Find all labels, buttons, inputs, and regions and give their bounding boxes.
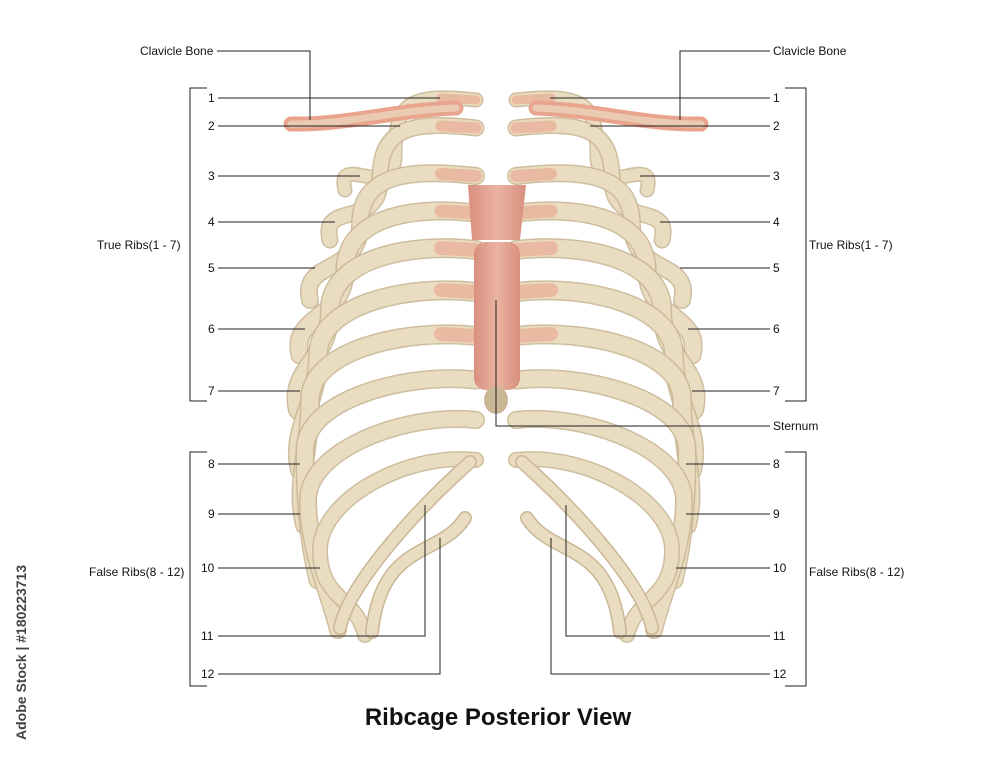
sternum-manubrium (468, 185, 526, 240)
clavicle-leader-left (217, 50, 311, 120)
costal-cartilage (434, 283, 483, 299)
rib-number-left: 12 (201, 667, 215, 681)
rib-number-left: 10 (201, 561, 215, 575)
rib-number-right: 5 (773, 261, 780, 275)
rib-number-left: 4 (208, 215, 215, 229)
costal-cartilage (509, 241, 558, 257)
rib-number-left: 1 (208, 91, 215, 105)
rib-number-left: 6 (208, 322, 215, 336)
rib-numbers-left: 1 2 3 4 5 6 7 8 9 10 11 12 (201, 91, 215, 681)
rib-number-left: 7 (208, 384, 215, 398)
sternum-body (474, 242, 520, 390)
rib-number-right: 2 (773, 119, 780, 133)
rib-number-right: 12 (773, 667, 787, 681)
costal-cartilage (434, 241, 483, 257)
rib-number-left: 5 (208, 261, 215, 275)
clavicle-label-left: Clavicle Bone (140, 44, 214, 58)
rib-number-right: 7 (773, 384, 780, 398)
labels: Clavicle Bone Clavicle Bone True Ribs(1 … (89, 44, 904, 731)
costal-cartilage (436, 93, 481, 105)
rib-number-right: 4 (773, 215, 780, 229)
costal-cartilage (435, 168, 482, 182)
rib-number-left: 11 (201, 629, 214, 643)
clavicle-highlight (532, 104, 705, 128)
floating-rib (521, 512, 626, 638)
rib-number-right: 9 (773, 507, 780, 521)
costal-cartilage (435, 120, 482, 134)
rib (337, 91, 482, 196)
costal-cartilage (510, 120, 557, 134)
clavicle-highlight (287, 104, 460, 128)
ribs-illustration (283, 90, 709, 643)
rib-number-right: 10 (773, 561, 787, 575)
leader-lines (189, 50, 807, 687)
rib-number-right: 11 (773, 629, 786, 643)
rib-number-right: 3 (773, 169, 780, 183)
false-ribs-label-right: False Ribs(8 - 12) (809, 565, 904, 579)
false-ribs-bracket-left (189, 451, 207, 687)
true-ribs-bracket-right (785, 87, 807, 402)
sternum-label: Sternum (773, 419, 818, 433)
floating-rib (516, 456, 658, 634)
rib-numbers-right: 1 2 3 4 5 6 7 8 9 10 11 12 (773, 91, 787, 681)
rib-number-left: 9 (208, 507, 215, 521)
costal-cartilage (511, 93, 556, 105)
rib (510, 91, 655, 196)
rib-number-right: 1 (773, 91, 780, 105)
rib-number-right: 8 (773, 457, 780, 471)
floating-rib (366, 512, 471, 638)
floating-rib (334, 456, 476, 634)
rib-11-leader-left (218, 505, 426, 637)
costal-cartilage (509, 283, 558, 299)
rib-12-leader-right (550, 538, 770, 675)
rib-number-right: 6 (773, 322, 780, 336)
rib-number-left: 3 (208, 169, 215, 183)
rib-number-left: 2 (208, 119, 215, 133)
false-ribs-bracket-right (785, 451, 807, 687)
sternum-leader (495, 300, 770, 427)
costal-cartilage (509, 327, 558, 343)
false-ribs-label-left: False Ribs(8 - 12) (89, 565, 184, 579)
clavicle-leader-right (679, 50, 770, 120)
rib-12-leader-left (218, 538, 441, 675)
rib (507, 239, 704, 419)
costal-cartilage (434, 327, 483, 343)
true-ribs-bracket-left (189, 87, 207, 402)
clavicle-label-right: Clavicle Bone (773, 44, 847, 58)
costal-cartilage (510, 168, 557, 182)
rib-11-leader-right (565, 505, 770, 637)
diagram-title: Ribcage Posterior View (365, 704, 632, 731)
true-ribs-label-right: True Ribs(1 - 7) (809, 238, 893, 252)
true-ribs-label-left: True Ribs(1 - 7) (97, 238, 181, 252)
rib-number-left: 8 (208, 457, 215, 471)
rib (288, 239, 485, 419)
watermark-text: Adobe Stock | #180223713 (13, 564, 29, 740)
